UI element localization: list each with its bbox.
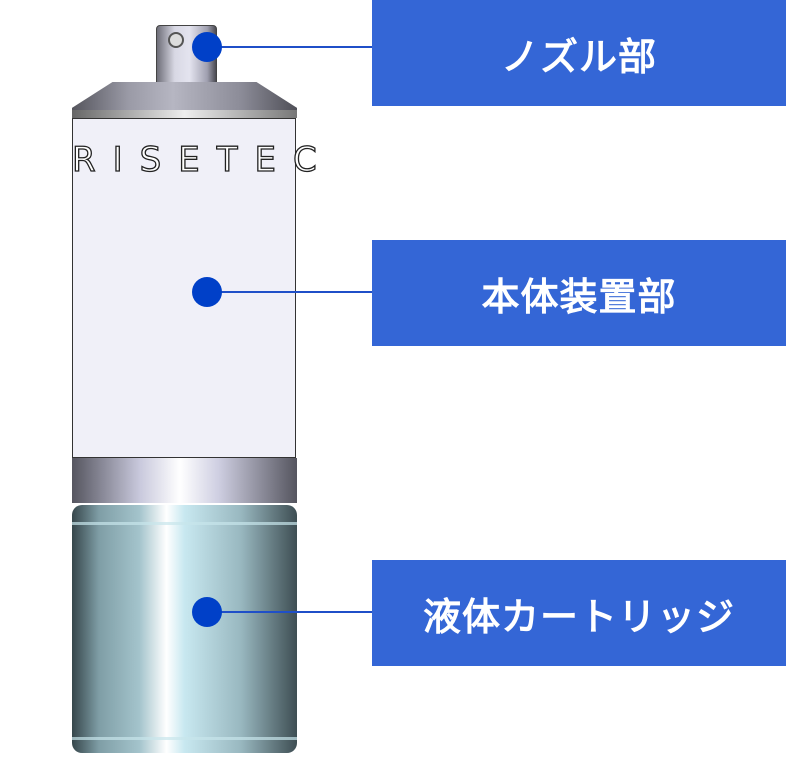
callout-line-cartridge xyxy=(207,611,372,613)
marker-dot-nozzle xyxy=(192,32,222,62)
callout-line-body xyxy=(207,291,372,293)
brand-logo: RISETEC xyxy=(71,139,334,180)
callout-label-body: 本体装置部 xyxy=(372,240,786,346)
callout-label-nozzle: ノズル部 xyxy=(372,0,786,106)
main-body xyxy=(72,118,296,458)
callout-line-nozzle xyxy=(207,46,372,48)
marker-dot-body xyxy=(192,277,222,307)
cartridge-band-top xyxy=(72,522,297,525)
marker-dot-cartridge xyxy=(192,597,222,627)
cartridge-band-bottom xyxy=(72,737,297,740)
collar xyxy=(72,458,297,503)
nozzle-hole xyxy=(168,32,184,48)
liquid-cartridge xyxy=(72,505,297,753)
cap-rim xyxy=(72,110,297,118)
callout-label-cartridge: 液体カートリッジ xyxy=(372,560,786,666)
